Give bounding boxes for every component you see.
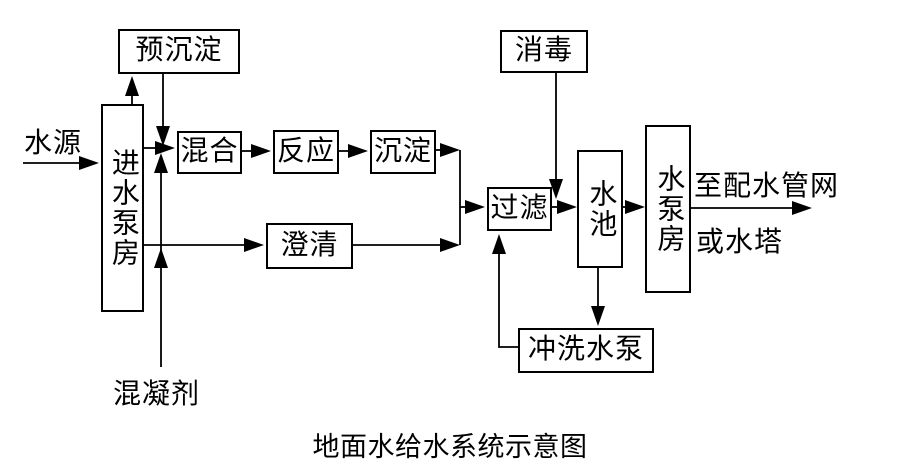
arrow-disinfection-dosing	[549, 72, 563, 199]
label-water-source: 水源	[24, 128, 83, 159]
arrow-mixing-to-reaction	[241, 144, 271, 158]
arrow-clarification-to-collector	[352, 238, 460, 252]
arrow-intake-to-presedimentation	[125, 76, 139, 104]
coagulant-dosing-line	[154, 153, 168, 367]
label-to-distribution-network: 至配水管网	[694, 171, 840, 202]
box-pre-sedimentation: 预沉淀	[118, 29, 240, 74]
diagram-title: 地面水给水系统示意图	[312, 432, 588, 462]
box-reaction: 反应	[273, 130, 339, 174]
box-mixing: 混合	[177, 131, 242, 174]
arrow-sedimentation-to-collector	[435, 143, 460, 157]
box-water-tank: 水池	[577, 150, 623, 268]
arrow-collector-to-filtration	[460, 200, 485, 214]
arrow-source-to-intake	[23, 156, 99, 170]
box-pump-house: 水泵房	[645, 125, 691, 293]
box-filtration: 过滤	[487, 187, 552, 231]
arrow-pumphouse-to-network	[690, 201, 812, 215]
label-coagulant: 混凝剂	[113, 379, 201, 410]
arrow-filtration-to-tank	[551, 200, 577, 214]
arrow-reaction-to-sedimentation	[338, 144, 368, 158]
box-flushing-pump: 冲洗水泵	[518, 328, 654, 373]
arrow-flushing-pump-to-filtration	[492, 234, 518, 348]
arrow-intake-to-mixing	[143, 141, 175, 155]
arrow-tank-to-flushing-pump	[591, 267, 605, 326]
label-or-water-tower: 或水塔	[696, 227, 784, 258]
box-clarification: 澄清	[266, 223, 353, 269]
box-intake-pump-house: 进水泵房	[101, 104, 144, 312]
arrow-tank-to-pumphouse	[622, 200, 645, 214]
box-sedimentation: 沉淀	[370, 130, 436, 174]
arrow-presedimentation-to-mixing-junction	[156, 73, 170, 146]
box-disinfection: 消毒	[500, 30, 588, 73]
